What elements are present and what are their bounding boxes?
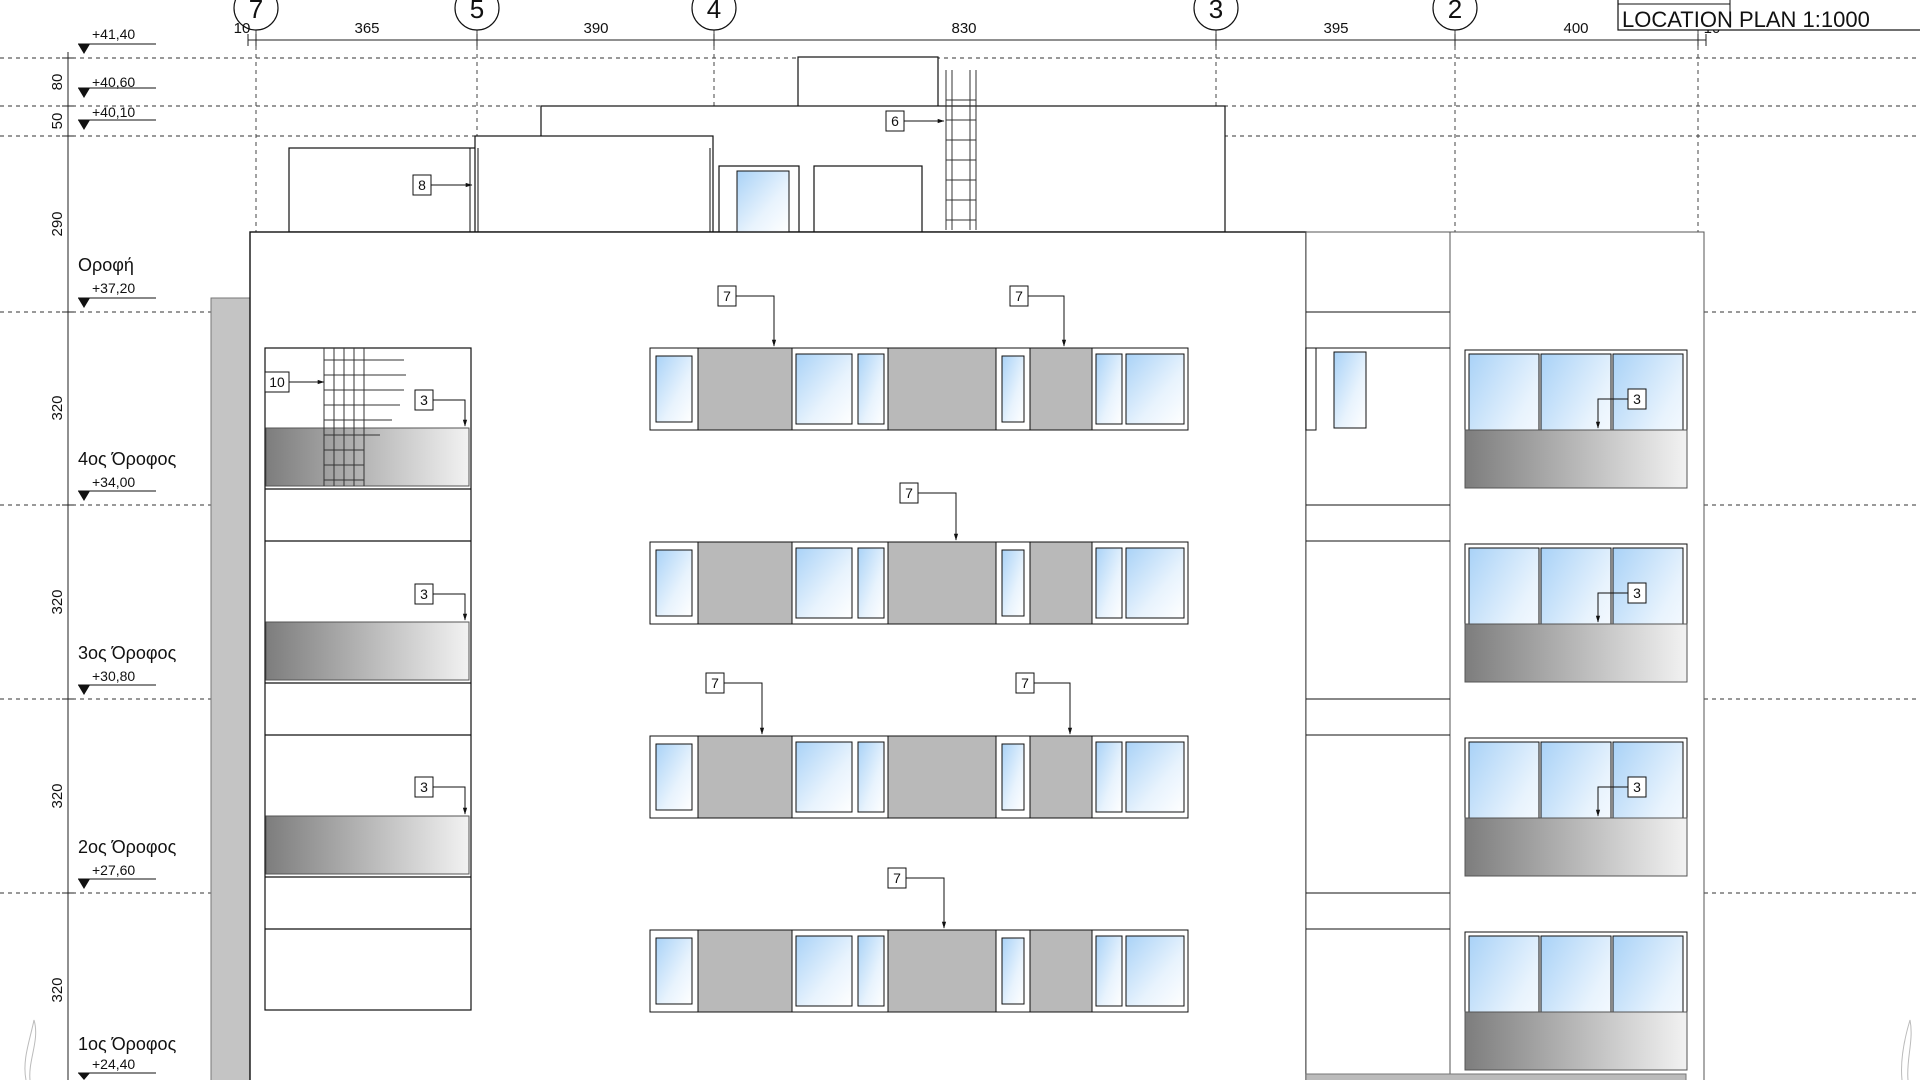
dimension-label: 400 bbox=[1563, 20, 1588, 37]
callout-number: 3 bbox=[420, 779, 428, 795]
callout-number: 6 bbox=[891, 113, 899, 129]
grid-label: 4 bbox=[707, 0, 721, 24]
window-band-4 bbox=[649, 347, 1189, 431]
grid-bubble-2: 2 bbox=[1432, 0, 1478, 31]
level-elevation: +40,10 bbox=[92, 104, 135, 120]
callout-tag-6: 6 bbox=[885, 110, 945, 132]
grid-label: 7 bbox=[249, 0, 263, 24]
dimension-label: 365 bbox=[354, 20, 379, 37]
roof-door bbox=[736, 170, 790, 233]
level-marker: +40,60 bbox=[78, 74, 156, 98]
level-marker: 3ος Όροφος +30,80 bbox=[78, 643, 177, 695]
level-elevation: +41,40 bbox=[92, 26, 135, 42]
level-name: Οροφή bbox=[78, 255, 134, 275]
grid-label: 5 bbox=[470, 0, 484, 24]
dimension-label: 50 bbox=[49, 113, 66, 130]
callout-tag-7: 7 bbox=[717, 285, 777, 347]
dimension-label: 390 bbox=[583, 20, 608, 37]
grid-bubble-7: 7 bbox=[233, 0, 279, 31]
dimension-label: 320 bbox=[49, 977, 66, 1002]
roof-ladder bbox=[945, 70, 977, 230]
grid-bubble-5: 5 bbox=[454, 0, 500, 31]
tree-sketch bbox=[24, 1019, 1912, 1080]
dimension-label: 320 bbox=[49, 589, 66, 614]
callout-number: 3 bbox=[1633, 391, 1641, 407]
right-wing-glazing-2 bbox=[1464, 737, 1688, 877]
dimension-label: 830 bbox=[951, 20, 976, 37]
spiral-stair bbox=[323, 348, 406, 486]
level-elevation: +34,00 bbox=[92, 474, 135, 490]
level-marker: 2ος Όροφος +27,60 bbox=[78, 837, 177, 889]
level-elevation: +40,60 bbox=[92, 74, 135, 90]
callout-number: 7 bbox=[893, 870, 901, 886]
level-marker: +41,40 bbox=[78, 26, 156, 54]
callout-number: 7 bbox=[1015, 288, 1023, 304]
level-marker: 1ος Όροφος +24,40 bbox=[78, 1034, 177, 1080]
right-wing-glazing-1 bbox=[1464, 931, 1688, 1071]
right-wing-glazing-4 bbox=[1464, 349, 1688, 489]
callout-tag-10: 10 bbox=[264, 371, 325, 393]
window-band-1 bbox=[649, 929, 1189, 1013]
location-plan-label: LOCATION PLAN 1:1000 bbox=[1622, 7, 1870, 32]
callout-number: 7 bbox=[711, 675, 719, 691]
right-wing-glazing-3 bbox=[1464, 543, 1688, 683]
side-column bbox=[210, 297, 252, 1080]
level-marker: Οροφή +37,20 bbox=[78, 255, 156, 308]
grid-bubble-3: 3 bbox=[1193, 0, 1239, 31]
callout-tag-7: 7 bbox=[1009, 285, 1067, 347]
grid-label: 2 bbox=[1448, 0, 1462, 24]
location-plan-box: LOCATION PLAN 1:1000 bbox=[1617, 0, 1920, 32]
callout-number: 3 bbox=[420, 586, 428, 602]
callout-number: 7 bbox=[723, 288, 731, 304]
level-marker: +40,10 bbox=[78, 104, 156, 130]
callout-tag-3: 3 bbox=[1595, 582, 1647, 623]
callout-tag-3: 3 bbox=[414, 389, 468, 427]
callout-tag-7: 7 bbox=[705, 672, 765, 735]
level-name: 4ος Όροφος bbox=[78, 449, 177, 469]
callout-tag-3: 3 bbox=[414, 583, 468, 621]
balcony-rail bbox=[265, 815, 470, 875]
callout-number: 8 bbox=[418, 177, 426, 193]
dimension-label: 320 bbox=[49, 395, 66, 420]
level-marker: 4ος Όροφος +34,00 bbox=[78, 449, 177, 501]
callout-tag-8: 8 bbox=[412, 174, 473, 196]
level-name: 2ος Όροφος bbox=[78, 837, 177, 857]
callout-number: 3 bbox=[1633, 585, 1641, 601]
level-name: 3ος Όροφος bbox=[78, 643, 177, 663]
callout-tag-3: 3 bbox=[414, 776, 468, 815]
level-elevation: +27,60 bbox=[92, 862, 135, 878]
level-elevation: +30,80 bbox=[92, 668, 135, 684]
dimension-label: 10 bbox=[234, 20, 251, 37]
vertical-dimension-line bbox=[62, 52, 74, 1080]
callout-tag-3: 3 bbox=[1595, 776, 1647, 817]
window-band-2 bbox=[649, 735, 1189, 819]
dimension-label: 80 bbox=[49, 74, 66, 91]
callout-tag-7: 7 bbox=[1015, 672, 1073, 735]
dimension-label: 395 bbox=[1323, 20, 1348, 37]
callout-number: 7 bbox=[1021, 675, 1029, 691]
rooftop-structures bbox=[288, 56, 1226, 233]
callout-tag-7: 7 bbox=[887, 867, 947, 929]
level-elevation: +24,40 bbox=[92, 1056, 135, 1072]
balcony-rail bbox=[265, 621, 470, 681]
dimension-label: 320 bbox=[49, 783, 66, 808]
callout-number: 3 bbox=[420, 392, 428, 408]
level-elevation: +37,20 bbox=[92, 280, 135, 296]
callout-number: 10 bbox=[269, 374, 285, 390]
horizontal-dimension-line bbox=[247, 34, 1707, 46]
callout-tag-7: 7 bbox=[899, 482, 959, 541]
callout-number: 3 bbox=[1633, 779, 1641, 795]
dimension-label: 290 bbox=[49, 211, 66, 236]
grid-bubble-4: 4 bbox=[691, 0, 737, 31]
window-band-3 bbox=[649, 541, 1189, 625]
grid-label: 3 bbox=[1209, 0, 1223, 24]
callout-number: 7 bbox=[905, 485, 913, 501]
balcony-rail bbox=[265, 427, 470, 487]
callout-tag-3: 3 bbox=[1595, 388, 1647, 429]
level-name: 1ος Όροφος bbox=[78, 1034, 177, 1054]
